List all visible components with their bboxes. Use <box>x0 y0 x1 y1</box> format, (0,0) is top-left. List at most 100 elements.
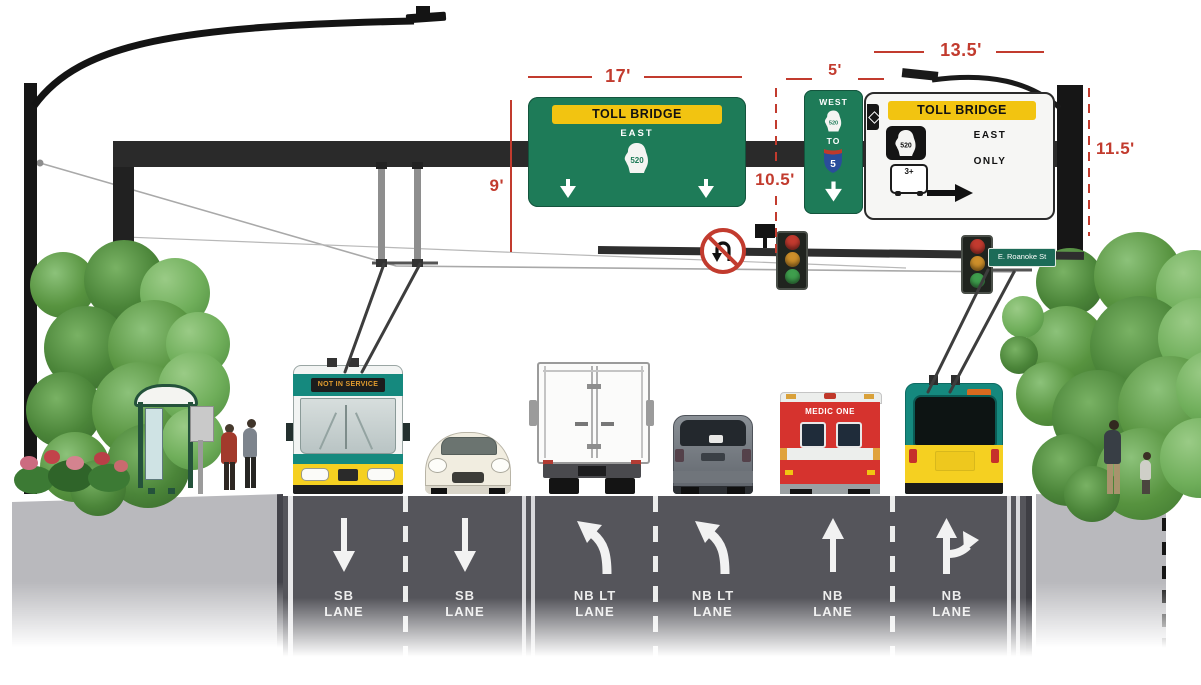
trolley-base <box>327 358 337 367</box>
down-arrow-icon <box>825 181 842 202</box>
headlight <box>491 458 510 473</box>
license-plate <box>578 466 606 476</box>
wheel <box>681 487 699 494</box>
side-mirror <box>403 423 410 441</box>
taillight <box>543 460 553 466</box>
shelter-glass <box>145 408 163 480</box>
band-light <box>780 448 787 460</box>
dim-5ft: 5' <box>828 62 842 79</box>
wheel <box>727 487 745 494</box>
trolley-wire-hanger <box>376 162 387 267</box>
edge-line-double <box>1016 496 1020 660</box>
centerline-double <box>531 496 535 660</box>
interstate-5-shield: 5 <box>824 149 842 173</box>
route-520-shield: 520 <box>895 130 916 156</box>
toll-bridge-regulatory-sign: TOLL BRIDGE 520 3+ EAST ONLY <box>864 92 1055 220</box>
occupancy-label: 3+ <box>904 167 914 176</box>
taillight <box>991 449 999 463</box>
pedestrian <box>221 424 237 490</box>
engine-hatch <box>935 451 975 471</box>
sidewalk-left <box>12 494 283 654</box>
carpool-vehicle-icon: 3+ <box>890 164 928 196</box>
rear-window <box>800 422 826 448</box>
green-light <box>969 273 985 288</box>
svg-text:520: 520 <box>630 156 644 165</box>
yellow-light <box>784 252 800 267</box>
taillight <box>909 449 917 463</box>
band-light <box>873 448 880 460</box>
side-mirror <box>646 400 654 426</box>
dim-5ft-line <box>858 78 884 80</box>
wheel-dot <box>917 191 923 196</box>
door-hinge <box>587 444 601 449</box>
signal-control-stem <box>763 238 767 248</box>
headlight <box>428 458 447 473</box>
street-name-sign: E. Roanoke St <box>988 248 1056 267</box>
shelter-post <box>138 402 143 488</box>
west-label: WEST <box>819 97 848 107</box>
dim-9ft-line <box>510 100 512 252</box>
edge-line <box>288 496 293 660</box>
trolley-base <box>349 358 359 367</box>
edge-line-double <box>1007 496 1011 660</box>
grille <box>452 472 484 483</box>
hov-diamond-tab <box>867 104 881 130</box>
toll-bridge-banner: TOLL BRIDGE <box>552 105 722 124</box>
taillight <box>742 449 751 462</box>
to-label: TO <box>826 136 841 146</box>
wheel <box>848 489 870 494</box>
route-display <box>967 389 991 400</box>
license-plate <box>338 469 358 481</box>
signal-control-box <box>755 224 775 238</box>
dim-11-5ft: 11.5' <box>1096 139 1135 158</box>
toll-bridge-banner: TOLL BRIDGE <box>888 101 1036 120</box>
no-u-turn-sign <box>700 228 746 274</box>
lane-arrow-left-turn <box>695 521 730 574</box>
side-mirror <box>286 423 293 441</box>
green-light <box>784 269 800 284</box>
lane-arrow-up-right <box>936 518 979 574</box>
medic-one-label: MEDIC ONE <box>805 407 855 416</box>
shelter-foot <box>168 488 175 494</box>
direction-label: EAST <box>973 130 1007 141</box>
dim-5ft-line <box>786 78 812 80</box>
route-shield-plate: 520 <box>886 126 926 160</box>
dim-13-5ft: 13.5' <box>940 40 982 60</box>
dim-11-5ft-line <box>1088 88 1090 236</box>
down-arrow-icon <box>560 179 576 198</box>
marker-light <box>864 394 874 399</box>
sign-post <box>198 440 203 494</box>
red-light <box>784 235 800 250</box>
bumper <box>425 485 511 494</box>
bumper <box>673 471 753 483</box>
diamond-icon <box>867 111 881 124</box>
headlight <box>367 468 395 481</box>
door-handle <box>601 422 614 426</box>
dim-10-5ft-line <box>775 88 777 164</box>
route-520-shield: 520 <box>824 110 842 132</box>
svg-text:520: 520 <box>829 121 838 127</box>
lane-arrow-down <box>333 518 355 572</box>
dim-10-5ft-line <box>775 196 777 258</box>
windshield <box>441 437 497 455</box>
trolleybus-front: NOT IN SERVICE <box>286 358 410 494</box>
dim-17ft-line <box>644 76 742 78</box>
trolleybus-rear <box>905 375 1003 494</box>
ambulance-rear: MEDIC ONE <box>780 392 882 494</box>
dim-17ft-line <box>528 76 592 78</box>
pedestrian-adult <box>1104 420 1121 494</box>
side-mirror <box>529 400 537 426</box>
taillight <box>675 449 684 462</box>
right-of-way-dashes <box>1162 494 1166 654</box>
pedestrian-child <box>1140 452 1151 494</box>
wheel <box>605 478 635 494</box>
headsign-text: NOT IN SERVICE <box>317 381 379 388</box>
wheel <box>790 489 812 494</box>
dim-13-5ft-line <box>996 51 1044 53</box>
